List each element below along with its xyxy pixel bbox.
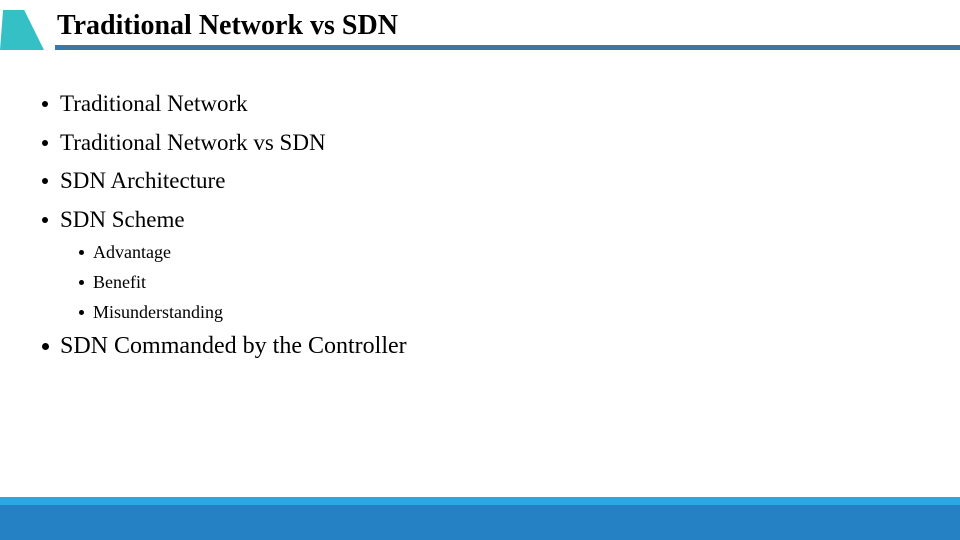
bullet-dot-icon bbox=[79, 279, 84, 285]
slide-title: Traditional Network vs SDN bbox=[57, 10, 398, 41]
footer-accent-strip bbox=[0, 497, 960, 505]
footer-bar bbox=[0, 505, 960, 540]
accent-trapezoid-shape bbox=[0, 10, 44, 50]
list-item: Benefit bbox=[79, 267, 223, 297]
list-item: SDN Commanded by the Controller bbox=[42, 328, 407, 365]
list-item: SDN Scheme bbox=[42, 201, 326, 240]
bullet-label: Traditional Network vs SDN bbox=[60, 129, 326, 155]
bullet-label: Misunderstanding bbox=[93, 301, 223, 322]
list-item: Traditional Network bbox=[42, 85, 326, 124]
bullet-dot-icon bbox=[42, 139, 48, 146]
bullet-label: Traditional Network bbox=[60, 91, 248, 117]
bullet-list-level1: Traditional Network Traditional Network … bbox=[42, 85, 326, 239]
bullet-list-level2: Advantage Benefit Misunderstanding bbox=[79, 237, 223, 327]
bullet-dot-icon bbox=[79, 309, 84, 315]
bullet-dot-icon bbox=[42, 178, 48, 185]
bullet-label: SDN Commanded by the Controller bbox=[60, 333, 407, 359]
list-item: Advantage bbox=[79, 237, 223, 267]
title-underline-rule bbox=[55, 45, 960, 50]
bullet-list-closing: SDN Commanded by the Controller bbox=[42, 328, 407, 365]
list-item: Traditional Network vs SDN bbox=[42, 124, 326, 163]
bullet-dot-icon bbox=[42, 343, 49, 350]
bullet-dot-icon bbox=[42, 216, 48, 223]
bullet-label: SDN Architecture bbox=[60, 168, 226, 194]
bullet-label: Advantage bbox=[93, 241, 171, 262]
list-item: Misunderstanding bbox=[79, 297, 223, 327]
list-item: SDN Architecture bbox=[42, 162, 326, 201]
bullet-label: Benefit bbox=[93, 271, 146, 292]
bullet-label: SDN Scheme bbox=[60, 206, 185, 232]
bullet-dot-icon bbox=[42, 101, 48, 108]
bullet-dot-icon bbox=[79, 249, 84, 255]
